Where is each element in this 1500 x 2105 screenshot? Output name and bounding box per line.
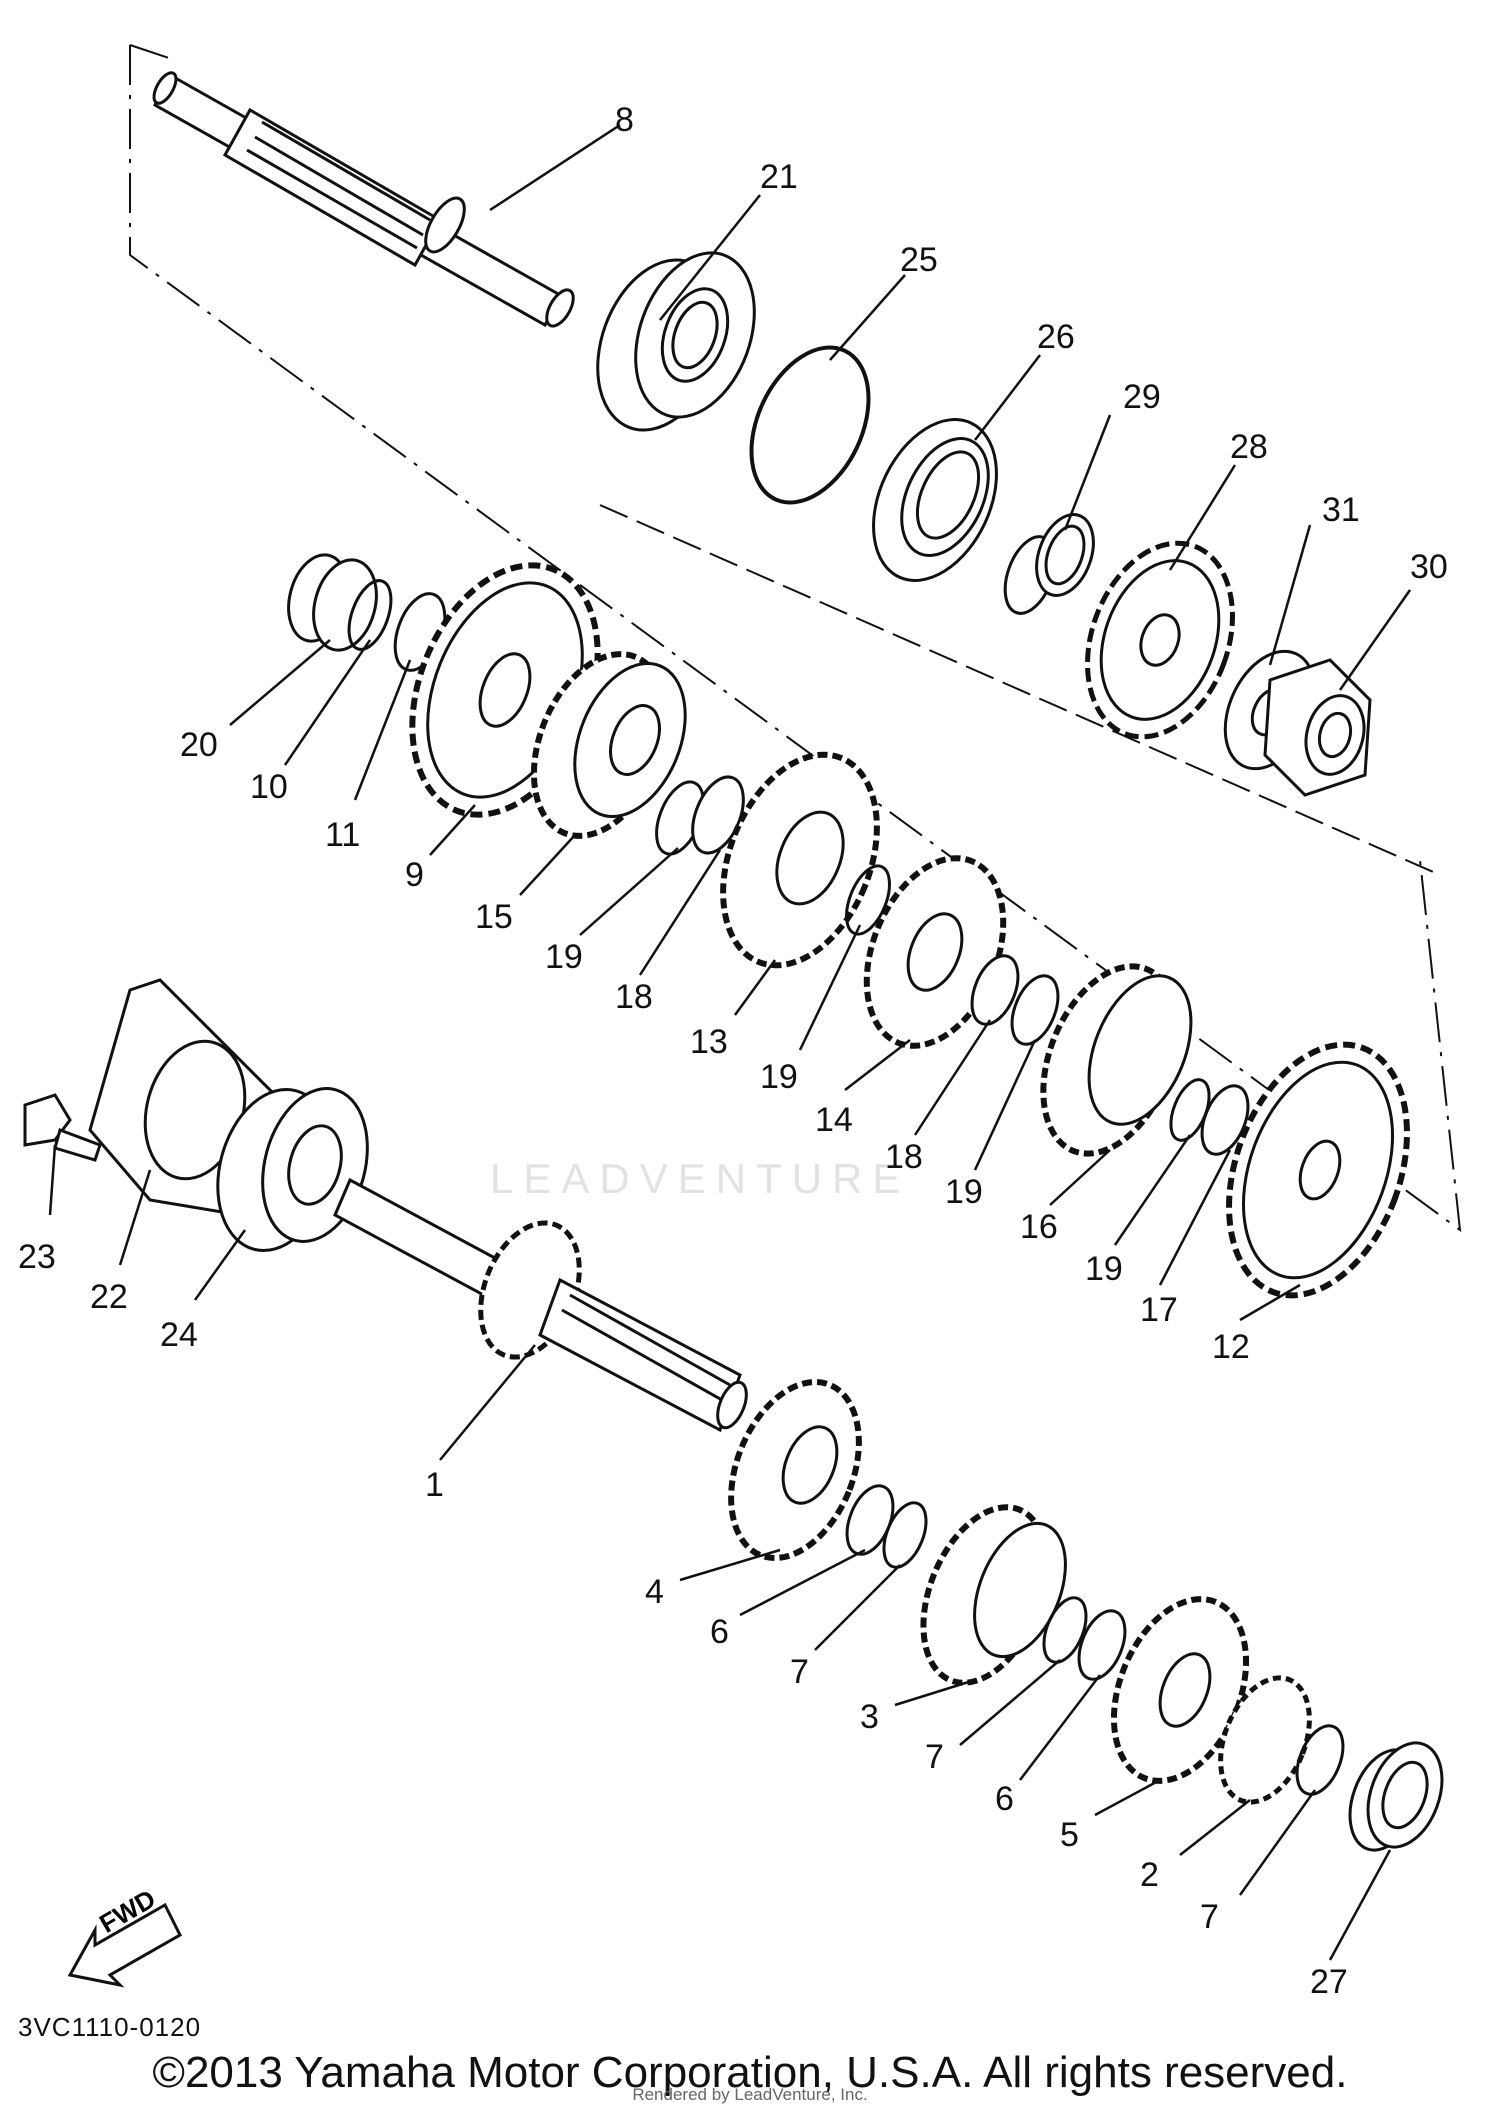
callout-3: 3 bbox=[860, 1698, 879, 1736]
callout-6-a: 6 bbox=[710, 1613, 729, 1651]
bolt-part-23 bbox=[23, 1093, 102, 1162]
gear-part-15 bbox=[530, 651, 687, 839]
reference-code: 3VC1110-0120 bbox=[18, 2012, 202, 2042]
washer-part-6-lower bbox=[1077, 1609, 1127, 1681]
callout-13: 13 bbox=[690, 1023, 728, 1061]
lower-assembly-line bbox=[599, 504, 1441, 876]
callout-29: 29 bbox=[1123, 378, 1161, 416]
bearing-part-20 bbox=[287, 553, 378, 652]
callout-21: 21 bbox=[760, 158, 798, 196]
callout-19-a: 19 bbox=[545, 938, 583, 976]
nut-part-30 bbox=[1263, 658, 1372, 797]
oil-seal-part-26 bbox=[872, 418, 998, 582]
main-axle-part-1 bbox=[333, 1177, 748, 1433]
collar-part-29 bbox=[1003, 513, 1095, 615]
callout-28: 28 bbox=[1230, 428, 1268, 466]
callout-14: 14 bbox=[815, 1101, 853, 1139]
callout-9: 9 bbox=[405, 856, 424, 894]
callout-11: 11 bbox=[325, 816, 361, 854]
callout-20: 20 bbox=[180, 726, 218, 764]
drive-sprocket-part-28 bbox=[1085, 540, 1235, 740]
gear-part-3 bbox=[920, 1504, 1067, 1686]
washer-part-19-mid bbox=[845, 864, 891, 936]
gear-part-16 bbox=[1040, 963, 1193, 1157]
callout-19-d: 19 bbox=[1085, 1250, 1123, 1288]
circlip-part-7-mid bbox=[1042, 1596, 1088, 1664]
callout-10: 10 bbox=[250, 768, 288, 806]
callout-18-a: 18 bbox=[615, 978, 653, 1016]
callout-4: 4 bbox=[645, 1573, 664, 1611]
callout-1: 1 bbox=[425, 1466, 444, 1504]
callout-30: 30 bbox=[1410, 548, 1448, 586]
callout-25: 25 bbox=[900, 241, 938, 279]
callout-22: 22 bbox=[90, 1278, 128, 1316]
callout-16: 16 bbox=[1020, 1208, 1058, 1246]
callout-12: 12 bbox=[1212, 1328, 1250, 1366]
assembly-boundary bbox=[129, 44, 1462, 1233]
leader-lines bbox=[48, 123, 1412, 1961]
main-axle-part-8 bbox=[152, 71, 575, 328]
callout-27: 27 bbox=[1310, 1963, 1348, 2001]
gear-part-4 bbox=[728, 1378, 862, 1562]
washer-part-17 bbox=[1200, 1084, 1250, 1156]
bearing-part-21 bbox=[596, 251, 756, 432]
callout-7-b: 7 bbox=[925, 1738, 944, 1776]
circlip-part-25 bbox=[749, 345, 871, 505]
callout-7-c: 7 bbox=[1200, 1898, 1219, 1936]
callout-15: 15 bbox=[475, 898, 513, 936]
fwd-arrow-icon bbox=[67, 1902, 182, 1988]
callout-17: 17 bbox=[1140, 1291, 1178, 1329]
circlip-part-10 bbox=[347, 579, 393, 651]
callout-2: 2 bbox=[1140, 1856, 1159, 1894]
callout-7-a: 7 bbox=[790, 1653, 809, 1691]
watermark: LEADVENTURE bbox=[490, 1155, 911, 1202]
circlip-part-18-lower bbox=[970, 954, 1020, 1026]
bearing-part-24 bbox=[216, 1087, 369, 1252]
rendered-by-notice: Rendered by LeadVenture, Inc. bbox=[632, 2085, 868, 2104]
callout-19-b: 19 bbox=[760, 1058, 798, 1096]
gear-part-5 bbox=[1110, 1596, 1250, 1784]
callout-26: 26 bbox=[1037, 318, 1075, 356]
circlip-part-7-upper bbox=[882, 1501, 928, 1569]
gear-part-13 bbox=[720, 751, 880, 969]
callout-5: 5 bbox=[1060, 1816, 1079, 1854]
callout-23: 23 bbox=[18, 1238, 56, 1276]
callout-31: 31 bbox=[1322, 491, 1360, 529]
callout-18-b: 18 bbox=[885, 1138, 923, 1176]
circlip-part-7-lower bbox=[1295, 1724, 1345, 1796]
gear-part-12 bbox=[1226, 1041, 1410, 1299]
callout-6-b: 6 bbox=[995, 1780, 1014, 1818]
circlip-part-18-upper bbox=[691, 775, 745, 855]
callout-19-c: 19 bbox=[945, 1173, 983, 1211]
copyright-notice: ©2013 Yamaha Motor Corporation, U.S.A. A… bbox=[152, 2048, 1348, 2097]
washer-part-19-lower bbox=[1010, 974, 1060, 1046]
callout-24: 24 bbox=[160, 1316, 198, 1354]
callout-8: 8 bbox=[615, 101, 634, 139]
bearing-part-27 bbox=[1348, 1741, 1444, 1852]
